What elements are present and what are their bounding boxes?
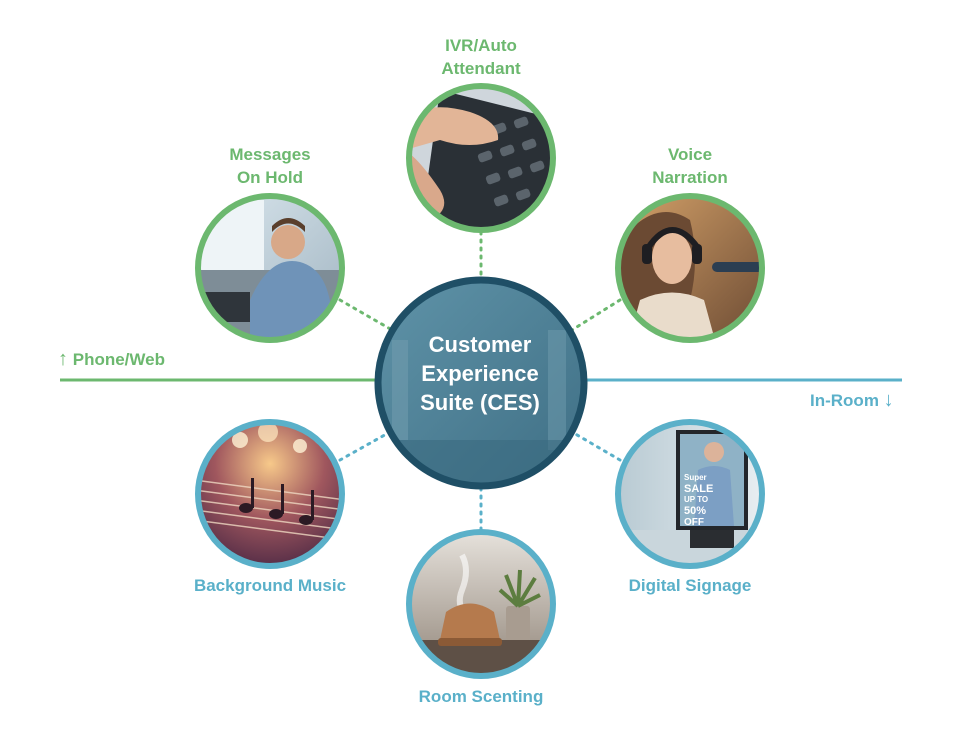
hub-title-line-2: Experience — [421, 361, 539, 386]
scenting-label: Room Scenting — [381, 685, 581, 708]
in-room-label: In-Room ↓ — [810, 389, 894, 412]
signage-screen-line-4: 50% — [684, 505, 706, 517]
connectors — [338, 230, 622, 534]
signage-node: Super SALE UP TO 50% OFF — [615, 419, 765, 569]
connector-messages — [338, 298, 394, 332]
music-notes-icon — [198, 422, 342, 566]
signage-label: Digital Signage — [590, 574, 790, 597]
signage-screen-line-2: SALE — [684, 483, 713, 495]
connector-signage — [570, 430, 622, 462]
headphones-microphone-icon — [618, 196, 762, 340]
diffuser-icon — [409, 532, 553, 676]
connector-music — [338, 430, 392, 462]
signage-screen-line-5: OFF — [684, 517, 704, 528]
music-node — [195, 419, 345, 569]
phone-keypad-icon — [409, 86, 553, 230]
signage-screen-line-3: UP TO — [684, 495, 708, 504]
up-arrow-icon: ↑ — [58, 348, 68, 370]
hub-title-line-1: Customer — [428, 332, 532, 357]
scenting-node — [406, 529, 556, 679]
ivr-label: IVR/Auto Attendant — [411, 34, 551, 80]
hub-title-line-3: Suite (CES) — [420, 390, 540, 415]
messages-label-line-1: Messages — [229, 145, 311, 164]
music-label: Background Music — [170, 574, 370, 597]
messages-node — [195, 193, 345, 343]
ivr-node — [406, 83, 556, 233]
connector-voice — [570, 298, 622, 332]
hub-title: Customer Experience Suite (CES) — [375, 330, 585, 417]
ivr-label-line-2: Attendant — [441, 59, 521, 78]
scenting-label-text: Room Scenting — [418, 687, 544, 706]
phone-web-label-text: Phone/Web — [72, 350, 165, 369]
voice-label-line-2: Narration — [652, 168, 728, 187]
voice-label: Voice Narration — [620, 143, 760, 189]
signage-label-text: Digital Signage — [628, 576, 752, 595]
messages-label-line-2: On Hold — [236, 168, 304, 187]
messages-label: Messages On Hold — [200, 143, 340, 189]
phone-web-label: ↑ Phone/Web — [58, 348, 165, 371]
display-stand-icon: Super SALE UP TO 50% OFF — [618, 422, 762, 566]
down-arrow-icon: ↓ — [883, 389, 894, 411]
signage-screen-line-1: Super — [684, 473, 707, 482]
in-room-label-text: In-Room — [810, 391, 879, 410]
voice-node — [615, 193, 765, 343]
voice-label-line-1: Voice — [667, 145, 713, 164]
ivr-label-line-1: IVR/Auto — [445, 36, 517, 55]
music-label-text: Background Music — [193, 576, 347, 595]
